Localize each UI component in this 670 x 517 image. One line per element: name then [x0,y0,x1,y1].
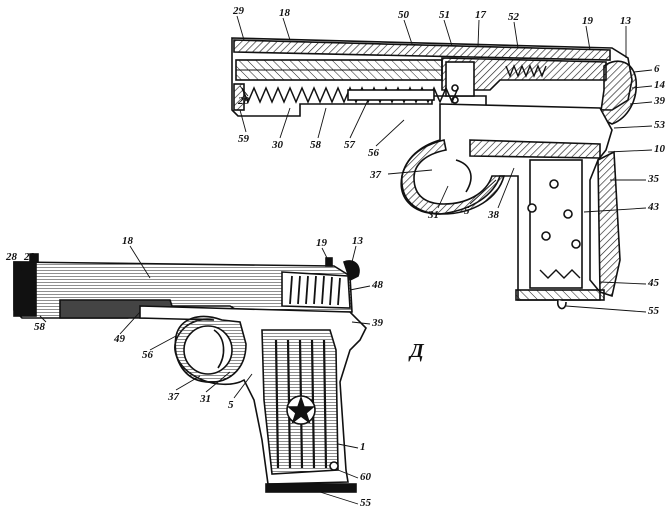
cutaway-callout: 38 [488,209,499,221]
cutaway-callout: 5 [464,205,470,217]
exterior-callout: 31 [200,393,211,405]
exterior-callout: 37 [168,391,179,403]
cutaway-callout: 52 [508,11,519,23]
exterior-callout: 1 [360,441,366,453]
cutaway-callout: 13 [620,15,631,27]
exterior-view [13,245,371,505]
cutaway-callout: 43 [648,201,659,213]
exterior-callout: 29 [24,251,35,263]
exterior-callout: 5 [228,399,234,411]
cutaway-callout: 58 [310,139,321,151]
exterior-callout: 19 [316,237,327,249]
cutaway-callout: 18 [279,7,290,19]
cutaway-callout: 51 [439,9,450,21]
cutaway-callout: 37 [370,169,381,181]
exterior-callout: 13 [352,235,363,247]
cutaway-callout: 19 [582,15,593,27]
exterior-callout: 58 [34,321,45,333]
exterior-callout: 49 [114,333,125,345]
exterior-callout: 60 [360,471,371,483]
exterior-callout: 28 [6,251,17,263]
figure-letter: Д [410,340,424,362]
cutaway-callout: 57 [344,139,355,151]
cutaway-callout: 31 [428,209,439,221]
cutaway-callout: 50 [398,9,409,21]
cutaway-callout: 56 [368,147,379,159]
exterior-callout: 56 [142,349,153,361]
cutaway-callout: 10 [654,143,665,155]
cutaway-callout: 53 [654,119,665,131]
cutaway-callout: 59 [238,133,249,145]
cutaway-callout: 39 [654,95,665,107]
cutaway-callout: 29 [233,5,244,17]
exterior-callout: 39 [372,317,383,329]
cutaway-callout: 35 [648,173,659,185]
cutaway-callout: 14 [654,79,665,91]
cutaway-callout: 6 [654,63,660,75]
cutaway-callout: 17 [475,9,486,21]
cutaway-view [231,15,653,313]
cutaway-callout: 55 [648,305,659,317]
cutaway-callout: 28 [238,95,249,107]
cutaway-callout: 45 [648,277,659,289]
exterior-callout: 48 [372,279,383,291]
cutaway-callout: 30 [272,139,283,151]
exterior-callout: 55 [360,497,371,509]
exterior-callout: 18 [122,235,133,247]
